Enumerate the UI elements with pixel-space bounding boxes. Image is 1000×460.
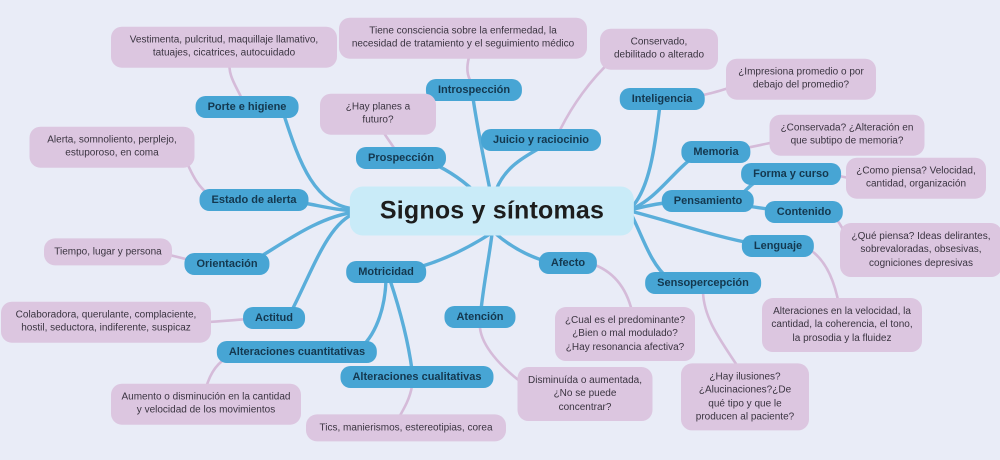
edge-center-actitud [288, 211, 358, 316]
edge-center-sensopercepcion [628, 210, 670, 280]
branch-node-lenguaje[interactable]: Lenguaje [741, 235, 815, 257]
edge-motricidad-cualitativas [388, 278, 414, 372]
branch-node-estado[interactable]: Estado de alerta [199, 189, 309, 211]
note-node-p-porte[interactable]: Vestimenta, pulcritud, maquillaje llamat… [111, 26, 337, 68]
branch-node-juicio[interactable]: Juicio y raciocinio [481, 129, 601, 151]
branch-node-introspeccion[interactable]: Introspección [425, 79, 523, 101]
branch-node-atencion[interactable]: Atención [444, 306, 516, 328]
note-node-p-juicio[interactable]: Conservado, debilitado o alterado [600, 28, 718, 70]
note-node-p-intel[interactable]: ¿Impresiona promedio o por debajo del pr… [726, 58, 876, 100]
edge-lenguaje-p-lenguaje [803, 245, 841, 307]
edge-center-atencion [479, 232, 494, 312]
branch-node-cualitativas[interactable]: Alteraciones cualitativas [340, 366, 494, 388]
branch-node-actitud[interactable]: Actitud [243, 307, 305, 329]
note-node-p-prosp[interactable]: ¿Hay planes a futuro? [320, 93, 436, 135]
branch-node-contenido[interactable]: Contenido [764, 201, 844, 223]
branch-node-cuantitativas[interactable]: Alteraciones cuantitativas [216, 341, 378, 363]
edge-center-lenguaje [628, 209, 757, 246]
branch-node-forma[interactable]: Forma y curso [741, 163, 841, 185]
note-node-p-cualit[interactable]: Tics, manierismos, estereotipias, corea [306, 414, 506, 442]
note-node-p-atencion[interactable]: Disminuída o aumentada, ¿No se puede con… [517, 367, 653, 421]
note-node-p-lenguaje[interactable]: Alteraciones en la velocidad, la cantida… [762, 298, 922, 352]
branch-node-sensopercepcion[interactable]: Sensopercepción [645, 272, 761, 294]
branch-node-pensamiento[interactable]: Pensamiento [661, 190, 755, 212]
edge-center-porte [281, 110, 358, 211]
edge-center-inteligencia [628, 103, 662, 211]
edge-sensopercepcion-p-senso [701, 290, 742, 372]
note-node-p-memoria[interactable]: ¿Conservada? ¿Alteración en que subtipo … [769, 114, 925, 156]
edge-motricidad-cuantitativas [356, 278, 388, 352]
note-node-p-actitud[interactable]: Colaboradora, querulante, complaciente, … [1, 301, 211, 343]
branch-node-inteligencia[interactable]: Inteligencia [619, 88, 705, 110]
branch-node-orientacion[interactable]: Orientación [184, 253, 270, 275]
branch-node-motricidad[interactable]: Motricidad [346, 261, 426, 283]
note-node-p-contenido[interactable]: ¿Qué piensa? Ideas delirantes, sobrevalo… [840, 223, 1000, 277]
edge-atencion-p-atencion [478, 326, 523, 384]
edge-center-juicio [494, 146, 542, 192]
branch-node-porte[interactable]: Porte e higiene [195, 96, 299, 118]
central-topic-center[interactable]: Signos y síntomas [349, 186, 635, 236]
note-node-p-forma[interactable]: ¿Como piensa? Velocidad, cantidad, organ… [846, 157, 986, 199]
edge-juicio-p-juicio [558, 58, 614, 132]
note-node-p-estado[interactable]: Alerta, somnoliento, perplejo, estuporos… [29, 126, 195, 168]
note-node-p-orient[interactable]: Tiempo, lugar y persona [44, 238, 172, 266]
note-node-p-afecto[interactable]: ¿Cual es el predominante? ¿Bien o mal mo… [555, 307, 695, 361]
branch-node-memoria[interactable]: Memoria [681, 141, 751, 163]
edge-center-orientacion [253, 210, 358, 262]
note-node-p-intros[interactable]: Tiene consciencia sobre la enfermedad, l… [339, 17, 587, 59]
edge-center-afecto [494, 232, 547, 263]
edge-actitud-p-actitud [206, 317, 250, 324]
branch-node-afecto[interactable]: Afecto [538, 252, 598, 274]
note-node-p-cuant[interactable]: Aumento o disminución en la cantidad y v… [111, 383, 301, 425]
branch-node-prospeccion[interactable]: Prospección [355, 147, 447, 169]
note-node-p-senso[interactable]: ¿Hay ilusiones? ¿Alucinaciones?¿De qué t… [681, 363, 809, 431]
